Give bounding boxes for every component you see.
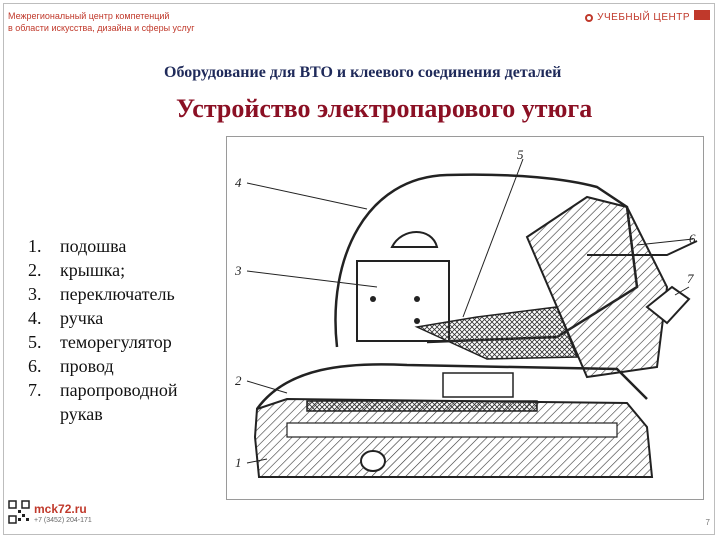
- callout-6: 6: [689, 231, 696, 246]
- list-item-number: 7.: [28, 380, 42, 400]
- list-item-number: 6.: [28, 356, 42, 376]
- handle-knob: [390, 231, 439, 248]
- heating-element: [360, 450, 386, 472]
- callout-2: 2: [235, 373, 242, 388]
- callout-5: 5: [517, 147, 524, 162]
- callout-3: 3: [234, 263, 242, 278]
- list-item-label: подошва: [60, 236, 127, 256]
- parts-list: 1. подошва 2. крышка; 3. переключатель 4. ру…: [28, 234, 210, 426]
- list-item: 1. подошва: [28, 234, 210, 258]
- list-item-label: теморегулятор: [60, 332, 172, 352]
- rear-housing: [525, 195, 669, 379]
- list-item: 2. крышка;: [28, 258, 210, 282]
- qr-code-icon: [8, 500, 30, 524]
- list-item-number: 3.: [28, 284, 42, 304]
- iron-cover: [255, 363, 648, 410]
- list-item-number: 5.: [28, 332, 42, 352]
- website-link[interactable]: mck72.ru: [34, 502, 87, 516]
- list-item: 6. провод: [28, 354, 210, 378]
- slide-subtitle: Оборудование для ВТО и клеевого соединен…: [164, 64, 562, 81]
- steam-hose: [645, 285, 691, 325]
- list-item: 7. паропроводной рукав: [28, 378, 210, 426]
- brand-badge-icon: [694, 10, 710, 20]
- slide-frame: [3, 3, 715, 535]
- thermostat-plate: [306, 400, 538, 412]
- brand-text: УЧЕБНЫЙ ЦЕНТР: [597, 12, 690, 23]
- phone-number: +7 (3452) 204-171: [34, 517, 92, 524]
- list-item-number: 4.: [28, 308, 42, 328]
- list-item-label: ручка: [60, 308, 104, 328]
- callout-4: 4: [235, 175, 242, 190]
- list-item: 4. ручка: [28, 306, 210, 330]
- list-item-number: 2.: [28, 260, 42, 280]
- list-item-label: переключатель: [60, 284, 175, 304]
- sole-plate: [253, 397, 654, 478]
- power-cord: [587, 240, 698, 256]
- brand-logo: УЧЕБНЫЙ ЦЕНТР: [585, 12, 690, 23]
- list-item: 5. теморегулятор: [28, 330, 210, 354]
- callout-1: 1: [235, 455, 242, 470]
- callout-7: 7: [687, 271, 694, 286]
- page-number: 7: [705, 518, 710, 527]
- list-item-number: 1.: [28, 236, 42, 256]
- regulator-block: [442, 372, 514, 398]
- org-line-2: в области искусства, дизайна и сферы усл…: [8, 23, 195, 33]
- handle: [334, 173, 639, 348]
- iron-diagram: 1 2 3 4 5 6 7: [226, 136, 704, 500]
- list-item-label: провод: [60, 356, 114, 376]
- list-item-label: паропроводной рукав: [60, 380, 178, 424]
- org-line-1: Межрегиональный центр компетенций: [8, 11, 170, 21]
- list-item-label: крышка;: [60, 260, 126, 280]
- slide-title: Устройство электропарового утюга: [176, 94, 593, 123]
- organization-name: Межрегиональный центр компетенций в обла…: [8, 10, 194, 34]
- brand-circle-icon: [585, 13, 594, 22]
- list-item: 3. переключатель: [28, 282, 210, 306]
- heating-channel: [286, 422, 618, 438]
- iron-cross-section-drawing: 1 2 3 4 5 6 7: [234, 147, 698, 478]
